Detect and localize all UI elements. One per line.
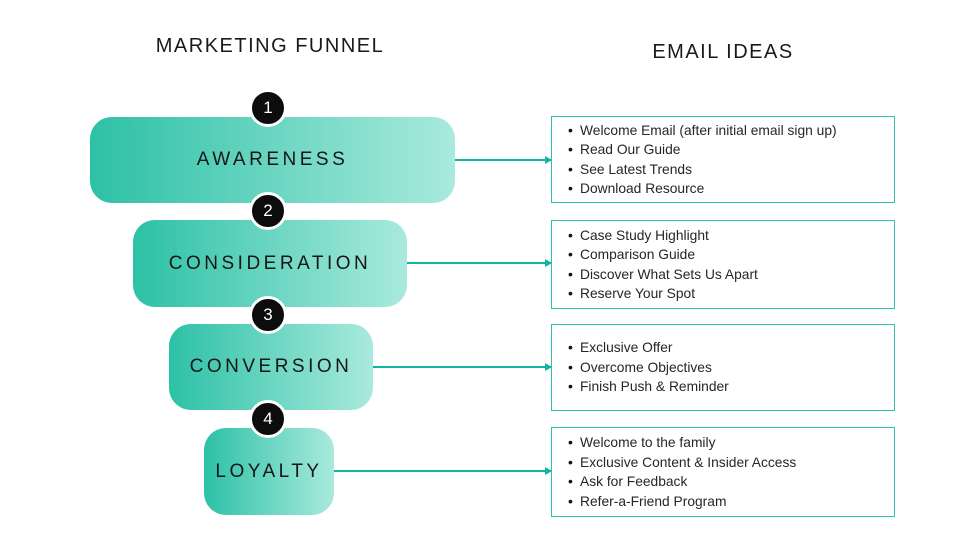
funnel-stage-label: CONVERSION [189, 356, 353, 377]
stage-number: 1 [263, 98, 273, 117]
idea-item: Read Our Guide [568, 140, 837, 160]
arrowhead-icon [545, 259, 552, 267]
connector-line [373, 363, 552, 371]
email-ideas-box-loyalty: Welcome to the family Exclusive Content … [551, 427, 895, 517]
idea-item: Discover What Sets Us Apart [568, 265, 758, 285]
email-ideas-box-awareness: Welcome Email (after initial email sign … [551, 116, 895, 203]
arrowhead-icon [545, 467, 552, 475]
email-ideas-box-consideration: Case Study Highlight Comparison Guide Di… [551, 220, 895, 309]
email-ideas-box-conversion: Exclusive Offer Overcome Objectives Fini… [551, 324, 895, 411]
connector-line [334, 467, 552, 475]
idea-item: Download Resource [568, 179, 837, 199]
funnel-stage-awareness: AWARENESS [90, 117, 455, 203]
connector-line [455, 156, 552, 164]
idea-item: Case Study Highlight [568, 226, 758, 246]
idea-item: See Latest Trends [568, 160, 837, 180]
idea-item: Finish Push & Reminder [568, 377, 729, 397]
idea-item: Exclusive Content & Insider Access [568, 453, 796, 473]
stage-number-badge: 4 [249, 400, 287, 438]
funnel-stage-conversion: CONVERSION [169, 324, 373, 410]
idea-item: Reserve Your Spot [568, 284, 758, 304]
idea-item: Refer-a-Friend Program [568, 492, 796, 512]
stage-number-badge: 1 [249, 89, 287, 127]
idea-list: Welcome Email (after initial email sign … [552, 121, 837, 199]
funnel-stage-consideration: CONSIDERATION [133, 220, 407, 307]
funnel-stage-label: LOYALTY [215, 460, 323, 482]
arrowhead-icon [545, 156, 552, 164]
idea-item: Welcome Email (after initial email sign … [568, 121, 837, 141]
idea-list: Welcome to the family Exclusive Content … [552, 433, 796, 511]
funnel-stage-label: AWARENESS [196, 149, 349, 170]
idea-item: Ask for Feedback [568, 472, 796, 492]
arrowhead-icon [545, 363, 552, 371]
idea-item: Exclusive Offer [568, 338, 729, 358]
idea-item: Comparison Guide [568, 245, 758, 265]
funnel-stage-loyalty: LOYALTY [204, 428, 334, 515]
stage-number: 4 [263, 409, 273, 428]
connector-line [407, 259, 552, 267]
idea-list: Exclusive Offer Overcome Objectives Fini… [552, 338, 729, 397]
idea-item: Overcome Objectives [568, 358, 729, 378]
email-ideas-column-title: EMAIL IDEAS [652, 41, 794, 63]
stage-number-badge: 3 [249, 296, 287, 334]
idea-item: Welcome to the family [568, 433, 796, 453]
stage-number: 3 [263, 305, 273, 324]
stage-number: 2 [263, 201, 273, 220]
funnel-stage-label: CONSIDERATION [168, 252, 372, 274]
idea-list: Case Study Highlight Comparison Guide Di… [552, 226, 758, 304]
funnel-column-title: MARKETING FUNNEL [155, 35, 385, 57]
stage-number-badge: 2 [249, 192, 287, 230]
